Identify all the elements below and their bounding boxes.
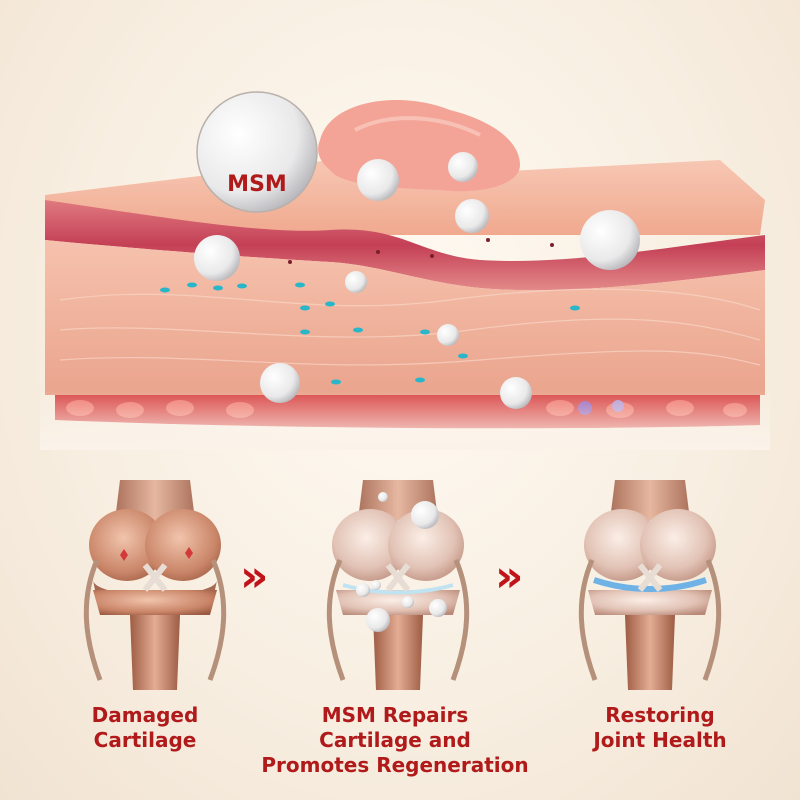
msm-large-particle [196,91,318,213]
stage-caption-restoring: Restoring Joint Health [575,703,745,753]
stage-caption-repairing: MSM Repairs Cartilage and Promotes Regen… [255,703,535,778]
knee-healthy [578,480,722,690]
msm-spheres [194,152,640,409]
caption-line: Damaged [91,703,199,727]
caption-line: Cartilage and [319,728,471,752]
progress-arrow-2: » [495,551,524,602]
caption-line: Promotes Regeneration [261,753,529,777]
caption-line: Cartilage [93,728,197,752]
cream-dollop [318,100,520,192]
knee-repairing [326,480,470,690]
caption-line: Joint Health [593,728,727,752]
msm-label: MSM [227,172,287,197]
progress-arrow-1: » [240,551,269,602]
caption-line: MSM Repairs [321,703,469,727]
skin-cross-section [40,160,770,450]
caption-line: Restoring [605,703,715,727]
stage-caption-damaged: Damaged Cartilage [60,703,230,753]
teal-particles [160,282,580,385]
knee-damaged [83,480,227,690]
